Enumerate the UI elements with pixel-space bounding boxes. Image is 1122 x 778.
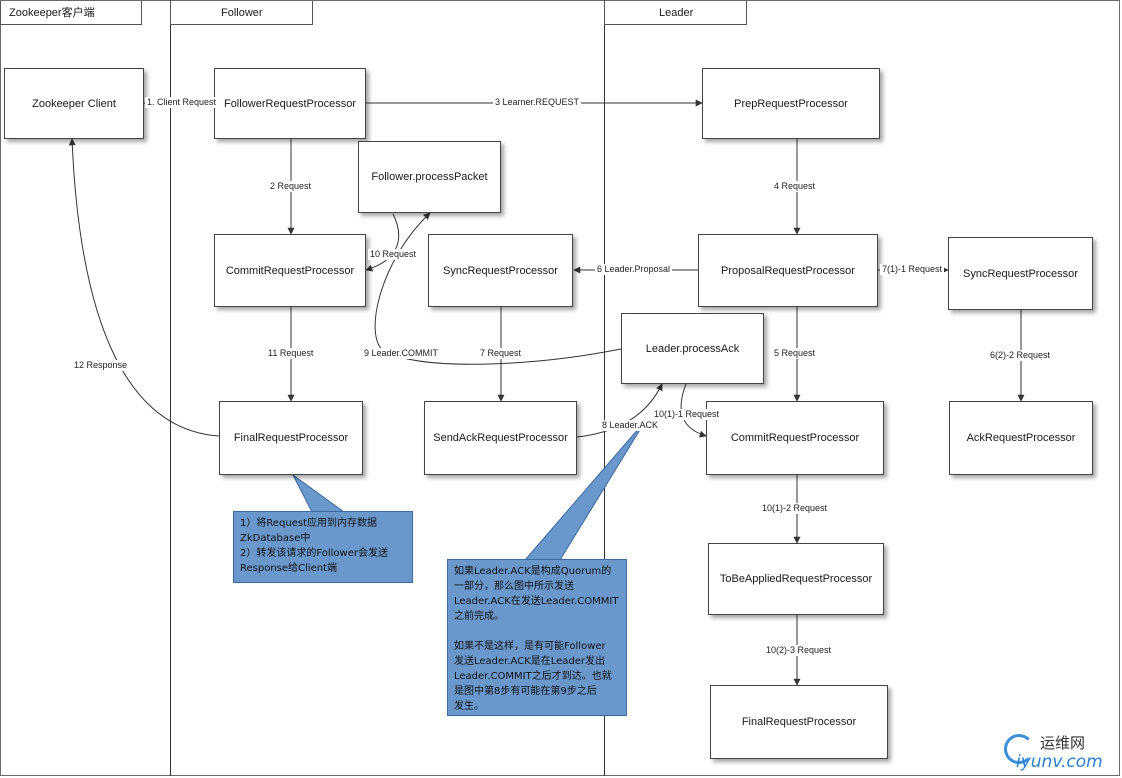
lane-title-follower: Follower: [170, 1, 313, 25]
leader-final-request-processor-box: FinalRequestProcessor: [710, 685, 888, 759]
lane-title-leader: Leader: [604, 1, 747, 25]
follower-process-packet-box: Follower.processPacket: [358, 141, 501, 213]
edge-label-learner-request: 3 Learner.REQUEST: [493, 97, 582, 108]
leader-sync-request-processor-box: SyncRequestProcessor: [948, 237, 1093, 310]
logo-text-en: iyunv.com: [1016, 752, 1103, 772]
edge-processpacket-to-commit: [365, 213, 400, 272]
logo-ring-icon: [1004, 734, 1034, 764]
callout-tail-final: [292, 474, 346, 513]
leader-process-ack-box: Leader.processAck: [621, 313, 764, 384]
edge-label-10-1-2: 10(1)-2 Request: [760, 503, 830, 514]
edge-label-11: 11 Request: [266, 348, 316, 359]
edge-label-client-request: 1. Client Request: [145, 97, 219, 108]
edge-label-4: 4 Request: [772, 181, 818, 192]
final-processor-note: 1）将Request应用到内存数据 ZkDatabase中 2）转发该请求的Fo…: [233, 511, 413, 583]
leader-ack-note: 如果Leader.ACK是构成Quorum的 一部分，那么图中所示发送 Lead…: [447, 559, 627, 716]
iyunv-watermark-logo: 运维网 iyunv.com: [1004, 730, 1116, 774]
zookeeper-client-box: Zookeeper Client: [4, 68, 144, 139]
send-ack-request-processor-box: SendAckRequestProcessor: [424, 401, 577, 475]
follower-sync-request-processor-box: SyncRequestProcessor: [428, 234, 573, 307]
edge-label-7-1-1: 7(1)-1 Request: [880, 264, 945, 275]
follower-request-processor-box: FollowerRequestProcessor: [214, 68, 366, 139]
follower-commit-request-processor-box: CommitRequestProcessor: [214, 234, 366, 307]
edge-label-leader-proposal: 6 Leader.Proposal: [595, 264, 673, 275]
leader-commit-request-processor-box: CommitRequestProcessor: [706, 401, 884, 475]
edge-label-leader-commit: 9 Leader.COMMIT: [362, 348, 441, 359]
to-be-applied-request-processor-box: ToBeAppliedRequestProcessor: [708, 543, 884, 615]
edge-label-10-1-1: 10(1)-1 Request: [652, 409, 722, 420]
lane-divider-follower-leader: [604, 0, 605, 776]
lane-divider-client-follower: [170, 0, 171, 776]
edge-label-response: 12 Response: [72, 360, 130, 371]
edge-label-5: 5 Request: [772, 348, 818, 359]
ack-request-processor-box: AckRequestProcessor: [949, 401, 1093, 475]
edge-label-2: 2 Request: [268, 181, 314, 192]
edge-label-leader-ack: 8 Leader.ACK: [600, 420, 661, 431]
logo-text-cn: 运维网: [1040, 734, 1086, 752]
lane-title-client: Zookeeper客户端: [0, 1, 142, 25]
edge-response: [68, 138, 220, 437]
follower-final-request-processor-box: FinalRequestProcessor: [219, 401, 363, 475]
edge-label-10: 10 Request: [368, 249, 419, 260]
edge-label-6-2-2: 6(2)-2 Request: [988, 350, 1053, 361]
prep-request-processor-box: PrepRequestProcessor: [702, 68, 880, 139]
proposal-request-processor-box: ProposalRequestProcessor: [698, 234, 878, 307]
edge-label-7: 7 Request: [478, 348, 524, 359]
edge-label-10-2-3: 10(2)-3 Request: [764, 645, 834, 656]
